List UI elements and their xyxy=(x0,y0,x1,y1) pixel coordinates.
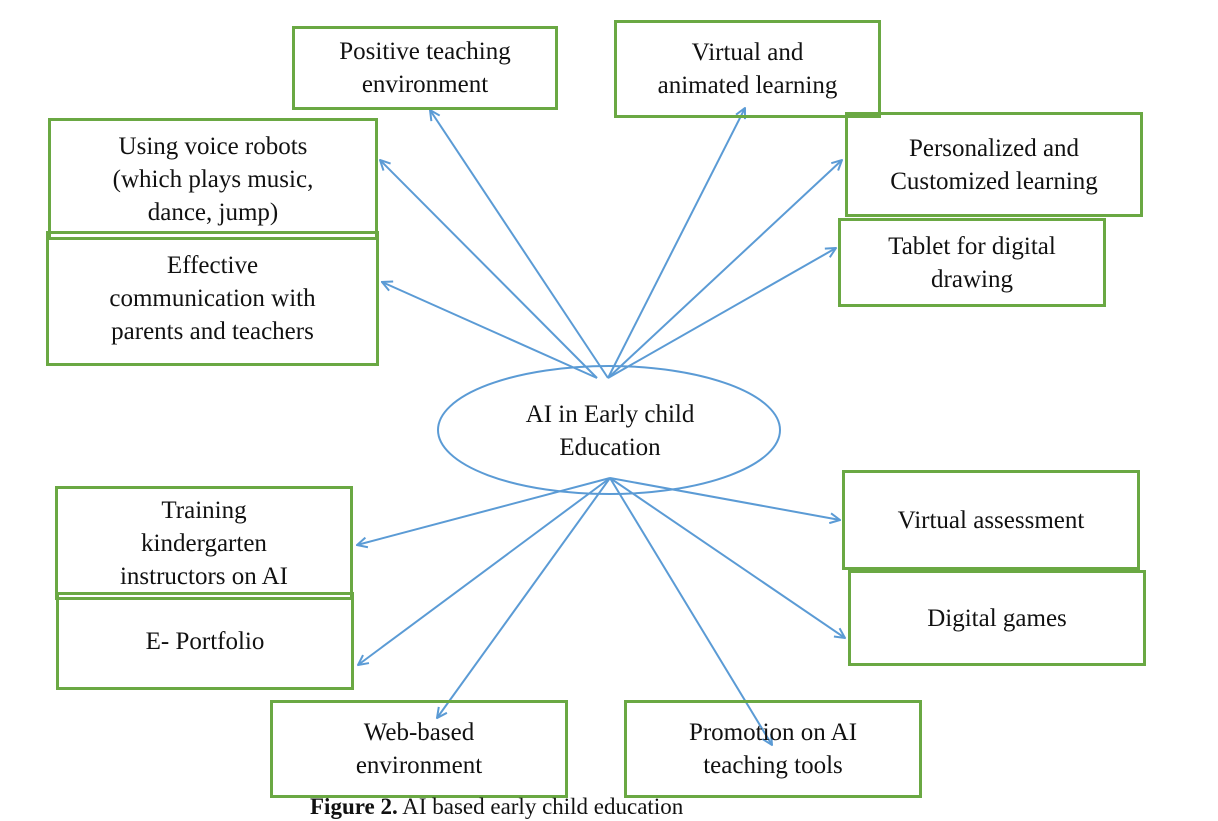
node-effective-communication: Effective communication with parents and… xyxy=(46,231,379,366)
center-label: AI in Early child Education xyxy=(525,401,695,461)
node-label: Digital games xyxy=(927,604,1067,632)
arrow-to-positive-teaching xyxy=(430,110,609,379)
node-digital-games: Digital games xyxy=(848,570,1146,666)
node-virtual-assessment: Virtual assessment xyxy=(842,470,1140,570)
caption-text: AI based early child education xyxy=(402,794,684,819)
node-label: Virtual assessment xyxy=(897,506,1085,534)
figure-caption: Figure 2. AI based early child education xyxy=(310,794,683,820)
node-label: Virtual and animated learning xyxy=(657,39,838,99)
arrow-to-web-based xyxy=(437,477,611,718)
node-virtual-animated: Virtual and animated learning xyxy=(614,20,881,118)
arrow-to-digital-games xyxy=(609,477,845,638)
arrow-to-training-instructors xyxy=(357,477,611,545)
node-e-portfolio: E- Portfolio xyxy=(56,592,354,690)
arrow-to-virtual-animated xyxy=(607,108,745,379)
node-label: Tablet for digital drawing xyxy=(888,232,1056,293)
arrow-to-virtual-assessment xyxy=(609,477,840,520)
arrow-to-personalized xyxy=(607,160,842,379)
node-label: E- Portfolio xyxy=(145,627,265,655)
node-training-instructors: Training kindergarten instructors on AI xyxy=(55,486,353,600)
arrow-to-effective-communication xyxy=(382,282,598,379)
node-promotion-tools: Promotion on AI teaching tools xyxy=(624,700,922,798)
center-ellipse xyxy=(437,365,781,495)
node-tablet-drawing: Tablet for digital drawing xyxy=(838,218,1106,307)
node-web-based: Web-based environment xyxy=(270,700,568,798)
caption-figure-number: Figure 2. xyxy=(310,794,398,819)
node-label: Positive teaching environment xyxy=(339,38,511,98)
node-label: Web-based environment xyxy=(355,719,483,779)
node-label: Promotion on AI teaching tools xyxy=(688,719,858,779)
node-voice-robots: Using voice robots (which plays music, d… xyxy=(48,118,378,240)
node-label: Using voice robots (which plays music, d… xyxy=(112,132,314,226)
arrow-to-e-portfolio xyxy=(358,477,611,665)
arrow-to-tablet-drawing xyxy=(607,248,836,379)
node-label: Training kindergarten instructors on AI xyxy=(119,496,289,590)
arrow-to-voice-robots xyxy=(380,160,598,379)
node-label: Effective communication with parents and… xyxy=(109,252,316,345)
arrow-group xyxy=(357,108,845,745)
node-label: Personalized and Customized learning xyxy=(890,134,1098,195)
node-personalized: Personalized and Customized learning xyxy=(845,112,1143,217)
node-positive-teaching: Positive teaching environment xyxy=(292,26,558,110)
